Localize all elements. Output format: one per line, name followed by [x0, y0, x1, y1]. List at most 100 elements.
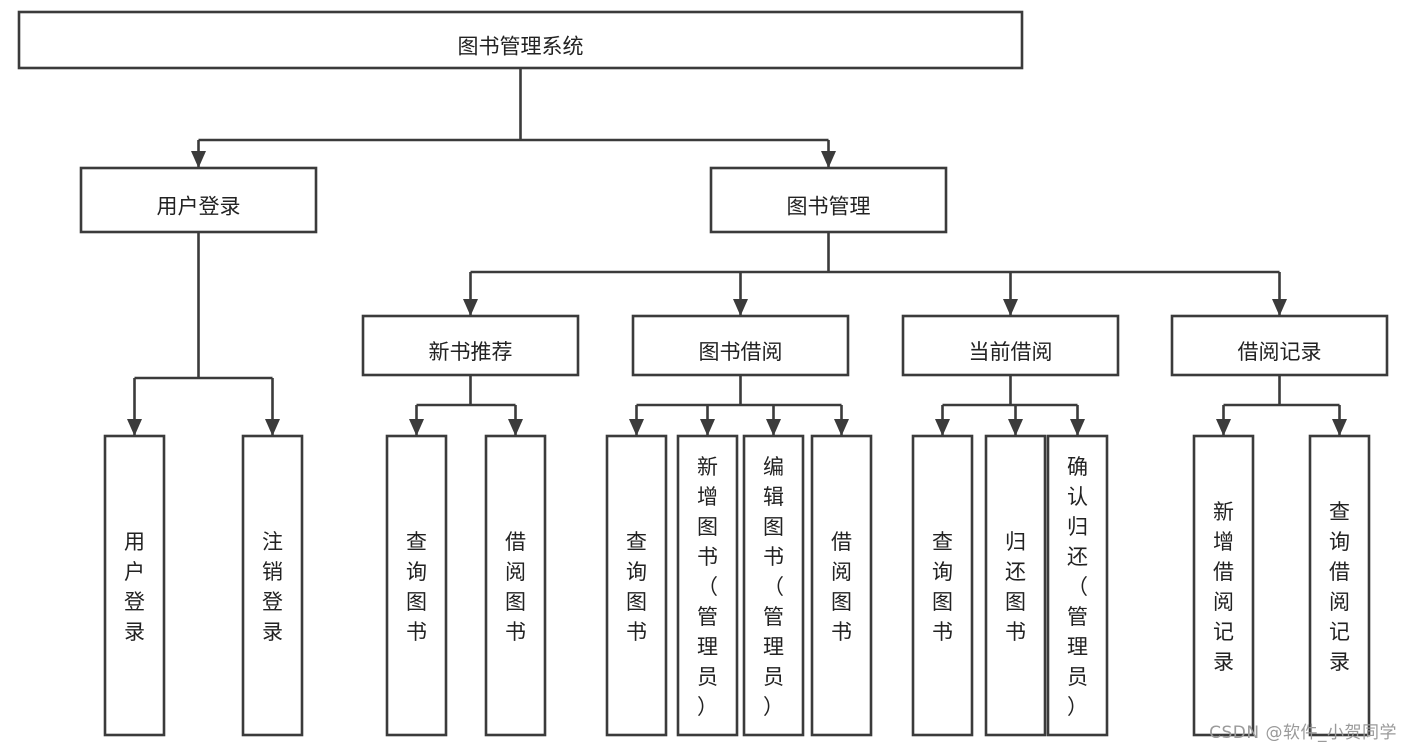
node-leaf-confirm-return-admin-label-char: （: [1067, 575, 1088, 599]
node-leaf-borrow-book-rect[interactable]: [810, 434, 873, 737]
node-leaf-edit-book-admin-label-char: （: [763, 575, 784, 599]
node-leaf-query-book-label-char: 图: [626, 590, 647, 614]
node-leaf-return-book-rect[interactable]: [984, 434, 1047, 737]
node-leaf-return-book-label-char: 图: [1005, 590, 1026, 614]
node-book-manage[interactable]: 图书管理: [709, 166, 948, 234]
node-leaf-borrow-book-recommend-rect[interactable]: [484, 434, 547, 737]
node-leaf-query-book-recommend-label-char: 图: [406, 590, 427, 614]
node-leaf-confirm-return-admin-label-char: 认: [1067, 485, 1088, 509]
node-leaf-borrow-book-recommend-label-char: 阅: [505, 560, 526, 584]
node-leaf-user-login-label-char: 户: [124, 560, 145, 584]
node-leaf-add-book-admin-label-char: （: [697, 575, 718, 599]
arrow-head-icon: [1003, 299, 1018, 316]
node-book-borrow[interactable]: 图书借阅: [631, 314, 850, 377]
node-new-book-recommend-rect[interactable]: [361, 314, 580, 377]
node-leaf-query-book-recommend-rect[interactable]: [385, 434, 448, 737]
node-leaf-add-borrow-record-rect[interactable]: [1192, 434, 1255, 737]
node-leaf-add-book-admin-label-char: 书: [697, 545, 718, 569]
node-leaf-add-borrow-record-label-char: 借: [1213, 560, 1234, 584]
arrow-head-icon: [1070, 419, 1085, 436]
node-borrow-record-rect[interactable]: [1170, 314, 1389, 377]
node-leaf-add-borrow-record-label-char: 新: [1213, 500, 1234, 524]
node-leaf-add-borrow-record-label-char: 录: [1213, 650, 1234, 674]
node-leaf-logout-login-label-char: 注: [262, 530, 283, 554]
node-leaf-edit-book-admin-label-char: ）: [763, 695, 784, 719]
node-root-rect[interactable]: [17, 10, 1024, 70]
node-user-login-label: 用户登录: [157, 195, 241, 219]
node-leaf-query-borrow-record-label-char: 询: [1329, 530, 1350, 554]
node-current-borrow-label: 当前借阅: [969, 340, 1053, 364]
node-leaf-query-book-current-label-char: 查: [932, 530, 953, 554]
node-leaf-query-book-current-rect[interactable]: [911, 434, 974, 737]
node-user-login[interactable]: 用户登录: [79, 166, 318, 234]
node-leaf-confirm-return-admin-label-char: ）: [1067, 695, 1088, 719]
node-leaf-borrow-book-recommend-label-char: 图: [505, 590, 526, 614]
node-book-borrow-rect[interactable]: [631, 314, 850, 377]
node-root-label: 图书管理系统: [458, 35, 584, 59]
node-leaf-borrow-book-label-char: 图: [831, 590, 852, 614]
node-borrow-record[interactable]: 借阅记录: [1170, 314, 1389, 377]
node-leaf-query-borrow-record-rect[interactable]: [1308, 434, 1371, 737]
node-leaf-query-borrow-record-label-char: 查: [1329, 500, 1350, 524]
node-leaf-query-book-current-label-char: 书: [932, 620, 953, 644]
node-leaf-query-borrow-record-label-char: 阅: [1329, 590, 1350, 614]
node-leaf-user-login-label-char: 用: [124, 530, 145, 554]
node-leaf-edit-book-admin-rect[interactable]: [742, 434, 805, 737]
node-leaf-logout-login-rect[interactable]: [241, 434, 304, 737]
arrow-head-icon: [127, 419, 142, 436]
node-leaf-add-book-admin-rect[interactable]: [676, 434, 739, 737]
node-leaf-add-book-admin-label-char: 理: [697, 635, 718, 659]
node-leaf-query-book-rect[interactable]: [605, 434, 668, 737]
node-leaf-add-book-admin-label-char: 新: [697, 455, 718, 479]
node-current-borrow-rect[interactable]: [901, 314, 1120, 377]
node-leaf-add-borrow-record-label-char: 增: [1213, 530, 1234, 554]
node-user-login-rect[interactable]: [79, 166, 318, 234]
arrow-head-icon: [821, 151, 836, 168]
node-leaf-user-login-rect[interactable]: [103, 434, 166, 737]
node-book-borrow-label: 图书借阅: [699, 340, 783, 364]
node-leaf-query-book-label-char: 询: [626, 560, 647, 584]
node-leaf-logout-login-label-char: 登: [262, 590, 283, 614]
node-root[interactable]: 图书管理系统: [17, 10, 1024, 70]
arrow-head-icon: [265, 419, 280, 436]
node-leaf-borrow-book-recommend-label-char: 书: [505, 620, 526, 644]
node-leaf-return-book-label-char: 归: [1005, 530, 1026, 554]
arrow-head-icon: [733, 299, 748, 316]
node-leaf-edit-book-admin-label-char: 书: [763, 545, 784, 569]
node-leaf-confirm-return-admin-label-char: 确: [1067, 455, 1088, 479]
node-leaf-user-login[interactable]: 用户登录: [103, 434, 166, 737]
node-leaf-edit-book-admin-label-char: 管: [763, 605, 784, 629]
arrow-head-icon: [409, 419, 424, 436]
node-leaf-confirm-return-admin-label-char: 还: [1067, 545, 1088, 569]
node-new-book-recommend[interactable]: 新书推荐: [361, 314, 580, 377]
arrow-head-icon: [766, 419, 781, 436]
node-leaf-add-book-admin-label-char: ）: [697, 695, 718, 719]
node-leaf-confirm-return-admin-label-char: 归: [1067, 515, 1088, 539]
node-new-book-recommend-label: 新书推荐: [429, 340, 513, 364]
node-leaf-confirm-return-admin-label-char: 理: [1067, 635, 1088, 659]
arrow-head-icon: [191, 151, 206, 168]
node-leaf-borrow-book-label-char: 借: [831, 530, 852, 554]
node-leaf-query-borrow-record-label-char: 记: [1329, 620, 1350, 644]
arrow-head-icon: [463, 299, 478, 316]
node-current-borrow[interactable]: 当前借阅: [901, 314, 1120, 377]
node-leaf-edit-book-admin-label-char: 员: [763, 665, 784, 689]
node-book-manage-rect[interactable]: [709, 166, 948, 234]
node-leaf-query-book-label-char: 书: [626, 620, 647, 644]
node-leaf-confirm-return-admin-rect[interactable]: [1046, 434, 1109, 737]
arrow-head-icon: [508, 419, 523, 436]
